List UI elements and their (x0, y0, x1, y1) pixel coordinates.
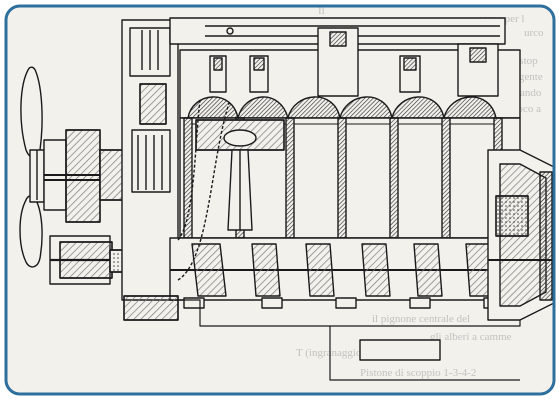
oil-pump (123, 295, 179, 321)
cooling-fan (19, 66, 45, 268)
bleed-text-top-right-2: urco (524, 27, 544, 39)
bleed-text-top-left: Il (318, 5, 325, 17)
piston-and-connecting-rod (195, 119, 285, 231)
bleed-through-text: Il come per l urco di stop agente ando p… (296, 5, 544, 379)
timing-chain (177, 99, 231, 281)
bleed-text-lower-1: il pignone centrale del (372, 313, 470, 325)
crankshaft (191, 243, 495, 297)
flywheel (487, 149, 554, 321)
bleed-text-lower-4: Pistone di scoppio 1-3-4-2 (360, 367, 476, 379)
frame-border (4, 4, 556, 396)
thermostat-housing (121, 19, 179, 301)
bleed-text-lower-2: gli alberi a camme (430, 331, 512, 343)
bleed-text-upper-right-3: ando (520, 87, 542, 99)
bleed-text-upper-right-2: agente (514, 71, 543, 83)
